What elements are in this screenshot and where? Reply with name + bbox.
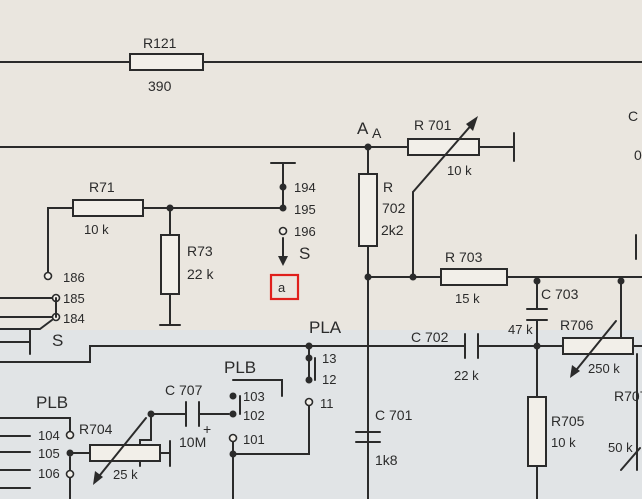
r703-value: 15 k [455,291,480,306]
contact-194 [279,183,287,191]
r706-label: R706 [560,317,594,333]
switch-11-13: 13 12 11 [232,345,336,455]
edge-c: C [628,108,638,124]
contact-102 [229,410,237,418]
r704-group: PLB 104 105 106 R704 25 k [0,393,171,499]
r702-number: 702 [382,200,406,216]
r705-value: 10 k [551,435,576,450]
r121-group: R121 390 [0,35,642,94]
switch-101-103: PLB 103 102 101 C 707 + 10M [139,358,283,499]
marker-label: a [278,280,286,295]
r703-body [440,268,508,286]
pin-104: 104 [38,428,60,443]
contact-106 [65,469,75,479]
r73-value: 22 k [187,266,214,282]
pin-13: 13 [322,351,336,366]
s-mid-label: S [299,244,310,263]
r707-group: R707 50 k C 0 [608,108,642,471]
pin-195: 195 [294,202,316,217]
node-a-sub: A [372,125,382,141]
contact-196 [278,226,288,236]
pin-101: 101 [243,432,265,447]
r703-junction [409,273,417,281]
r704-label: R704 [79,421,113,437]
c703-value: 47 k [508,322,533,337]
r71-group: R71 10 k R73 22 k [47,179,282,326]
c701-group: C 701 1k8 [355,407,413,468]
r121-label: R121 [143,35,177,51]
pin-186: 186 [63,270,85,285]
pin-194: 194 [294,180,316,195]
r73-label: R73 [187,243,213,259]
r705-body [527,396,547,467]
r701-value: 10 k [447,163,472,178]
highlight-box [269,273,300,301]
r705-group: R705 10 k [527,345,585,499]
contact-12 [305,376,313,384]
c703-label: C 703 [541,286,579,302]
r704-body [89,444,161,462]
pin-103: 103 [243,389,265,404]
c701-value: 1k8 [375,452,398,468]
r701-label: R 701 [414,117,452,133]
contact-186 [43,271,53,281]
plb-mid-label: PLB [224,358,256,377]
pin-102: 102 [243,408,265,423]
r702-group: R 702 2k2 [358,146,406,499]
r71-body [72,199,144,217]
s-left-label: S [52,331,63,350]
r121-body [129,53,204,71]
r704-value: 25 k [113,467,138,482]
contact-103 [229,392,237,400]
pin-11: 11 [320,396,334,411]
pla-label: PLA [309,318,342,337]
pin-196: 196 [294,224,316,239]
pin-106: 106 [38,466,60,481]
pin-185: 185 [63,291,85,306]
contact-195 [279,204,287,212]
r703-group: R 703 15 k [367,191,642,306]
r121-value: 390 [148,78,172,94]
r702-body [358,173,378,247]
contact-101 [228,433,238,443]
r71-value: 10 k [84,222,109,237]
c702-label: C 702 [411,329,449,345]
switch-194-196: 194 195 196 S a [269,162,316,301]
r702-label: R [383,179,393,195]
contact-104 [65,430,75,440]
pin-184: 184 [63,311,85,326]
r707-label: R707 [614,388,642,404]
c707-label: C 707 [165,382,203,398]
r703-label: R 703 [445,249,483,265]
c707-plus: + [203,421,211,437]
edge-0: 0 [634,147,642,163]
contact-13 [305,354,313,362]
pin-12: 12 [322,372,336,387]
r706-value: 250 k [588,361,620,376]
r71-label: R71 [89,179,115,195]
r701-body [407,138,480,156]
contact-11 [304,397,314,407]
pla-group: C 702 22 k PLA R706 250 k [0,280,642,383]
c707-value: 10M [179,434,206,450]
r705-label: R705 [551,413,585,429]
r706-body [562,337,634,355]
c701-label: C 701 [375,407,413,423]
c702-value: 22 k [454,368,479,383]
node-a-label: A [357,119,369,138]
r707-value: 50 k [608,440,633,455]
c703-group: C 703 47 k [508,280,579,347]
plb-left-label: PLB [36,393,68,412]
r702-value: 2k2 [381,222,404,238]
r73-body [160,234,180,295]
r701-group: R 701 10 k A A [0,116,515,193]
switch-184-186: 186 185 184 S [0,270,85,355]
pin-105: 105 [38,446,60,461]
